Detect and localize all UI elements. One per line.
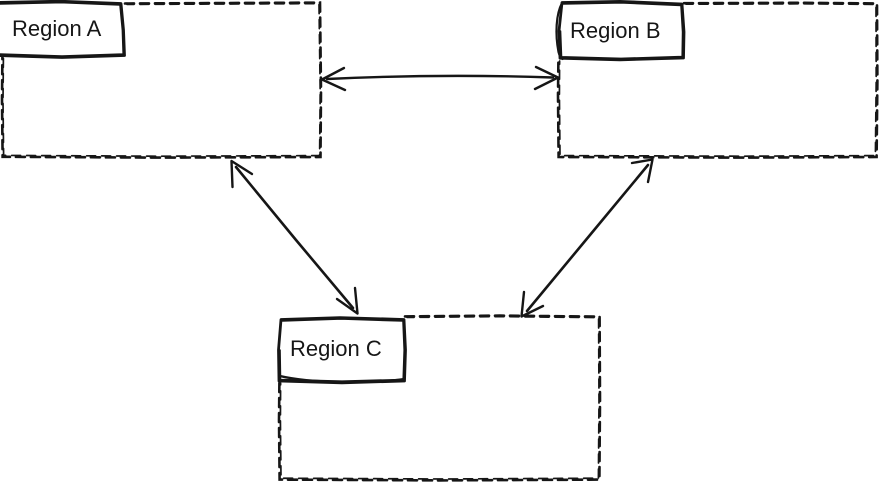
region-b-label-box-outline-secondary (559, 1, 684, 60)
connector-a-b-arrowhead-right (533, 65, 560, 91)
region-c-container[interactable] (277, 314, 602, 482)
region-b-label: Region B (570, 18, 661, 43)
region-a-container-outline-secondary (2, 2, 322, 158)
connector-a-c-arrowhead-upper (230, 159, 254, 189)
region-a-container-outline (0, 1, 323, 159)
connector-a-b-line (325, 74, 555, 81)
region-c-group[interactable]: Region C (277, 314, 602, 482)
connector-b-c-arrowhead-upper (630, 158, 654, 184)
region-b-group[interactable]: Region B (555, 0, 879, 159)
region-c-label: Region C (290, 336, 382, 361)
region-b-container-outline-secondary (558, 2, 878, 158)
region-b-label-box[interactable] (555, 0, 686, 62)
region-b-container[interactable] (556, 1, 879, 159)
region-c-label-box-bottom-curve (278, 374, 406, 384)
region-c-container-outline (277, 314, 602, 482)
region-b-container-outline (556, 1, 879, 159)
region-b-label-box-outline (557, 0, 686, 62)
connector-a-c-arrowhead-lower (335, 286, 359, 315)
region-c-container-outline-secondary (279, 315, 600, 480)
region-a-label-box-outline (0, 0, 126, 59)
connector-b-c-line (525, 163, 650, 313)
region-a-label-box-outline-secondary (0, 1, 124, 57)
connector-a-c[interactable] (230, 159, 359, 315)
region-c-label-box-outline-secondary (279, 318, 405, 382)
connector-a-b-arrowhead-left (320, 66, 347, 92)
region-a-group[interactable]: Region A (0, 0, 323, 159)
connector-a-b[interactable] (320, 65, 560, 92)
connector-b-c[interactable] (520, 158, 654, 318)
region-a-label: Region A (12, 16, 102, 41)
region-b-label-box-edge-curl (555, 1, 564, 61)
region-a-label-box[interactable] (0, 0, 126, 59)
region-a-container[interactable] (0, 1, 323, 159)
connector-a-c-line (234, 165, 355, 310)
region-c-label-box[interactable] (277, 316, 407, 385)
region-c-label-box-outline (277, 316, 407, 385)
connector-b-c-arrowhead-lower (520, 290, 545, 318)
